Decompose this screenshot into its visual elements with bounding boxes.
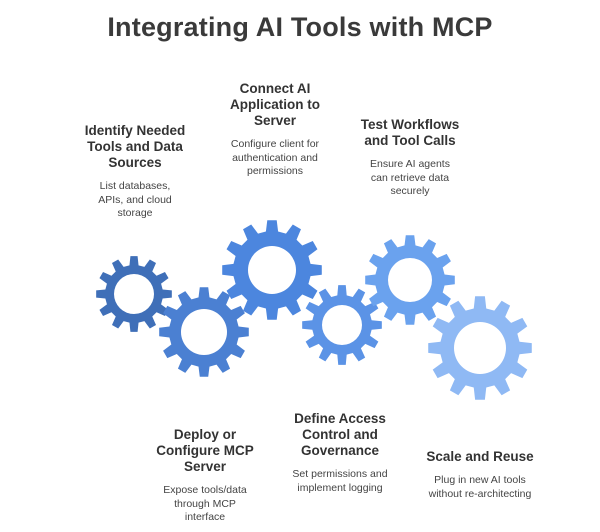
gear-icon [365,235,455,325]
page-title: Integrating AI Tools with MCP [107,12,493,42]
gear-icon [96,256,172,332]
step-heading: Test Workflows and Tool Calls [360,117,460,148]
gear-icon [159,287,249,377]
step-description: Expose tools/data through MCP interface [163,484,247,523]
gear-icon [302,285,382,365]
step-test-workflows: Test Workflows and Tool Calls Ensure AI … [340,117,480,199]
step-identify-tools: Identify Needed Tools and Data Sources L… [70,123,200,221]
step-description: List databases, APIs, and cloud storage [98,180,172,219]
step-description: Set permissions and implement logging [292,468,388,494]
step-heading: Scale and Reuse [426,449,534,464]
step-define-access-control: Define Access Control and Governance Set… [275,411,405,495]
step-description: Plug in new AI tools without re-architec… [428,474,532,500]
step-heading: Define Access Control and Governance [294,411,386,458]
step-heading: Connect AI Application to Server [230,81,320,128]
step-deploy-server: Deploy or Configure MCP Server Expose to… [140,427,270,525]
step-scale-reuse: Scale and Reuse Plug in new AI tools wit… [410,449,550,501]
step-description: Ensure AI agents can retrieve data secur… [370,158,450,197]
step-heading: Deploy or Configure MCP Server [156,427,254,474]
gear-icon [222,220,322,320]
step-description: Configure client for authentication and … [230,138,320,177]
step-connect-application: Connect AI Application to Server Configu… [210,81,340,179]
step-heading: Identify Needed Tools and Data Sources [84,123,186,170]
gear-icon [428,296,532,400]
